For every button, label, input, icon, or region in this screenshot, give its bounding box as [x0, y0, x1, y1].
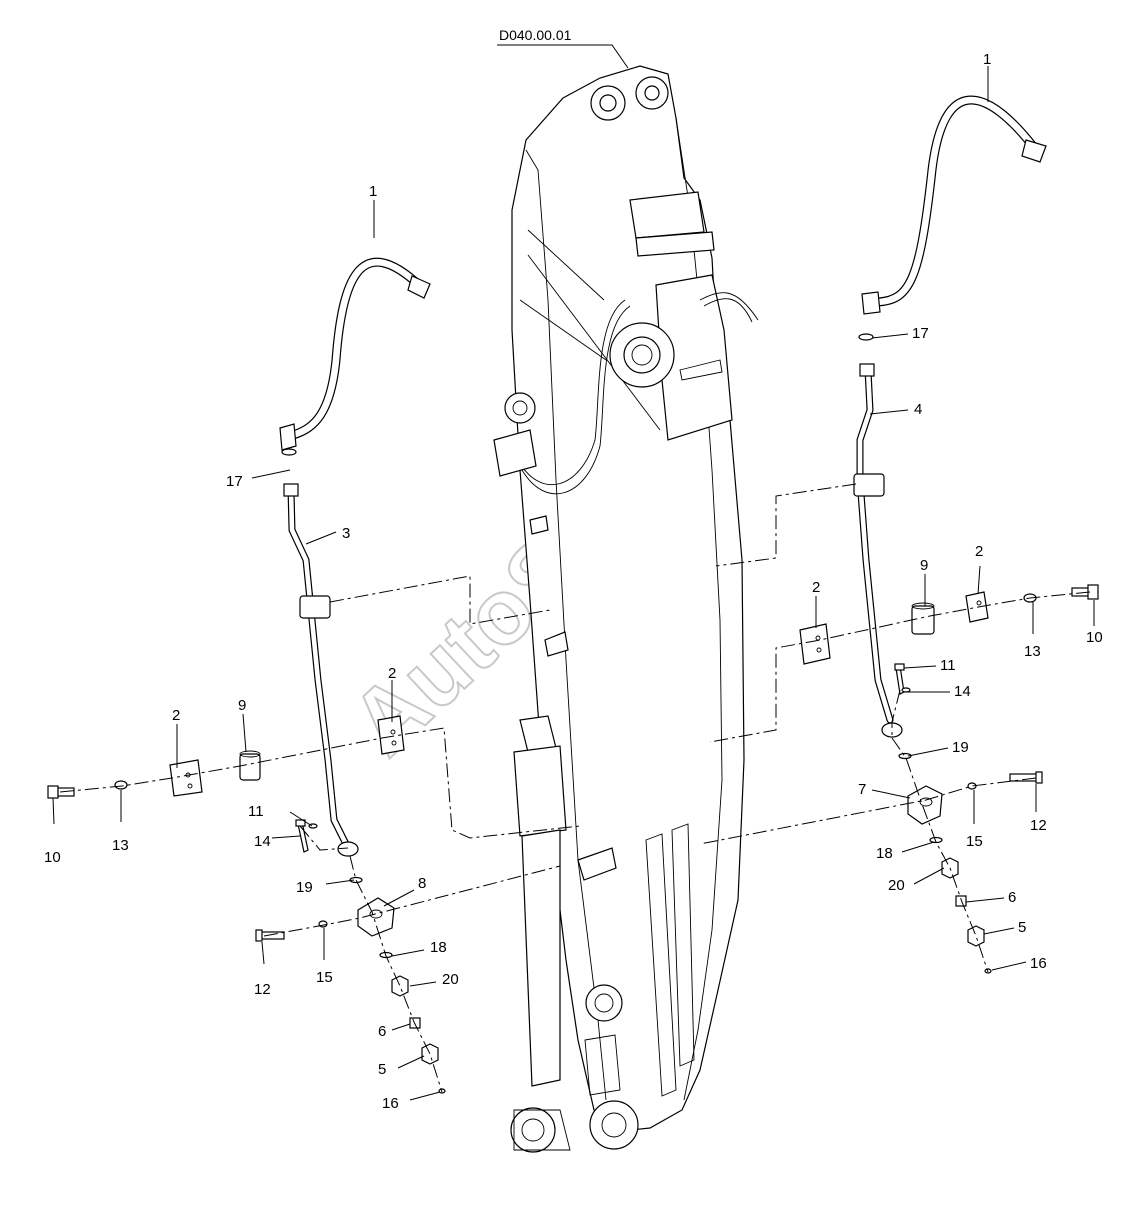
callout-9-right: 9: [920, 557, 928, 574]
callout-6-left: 6: [378, 1023, 386, 1040]
callout-2-right-a: 2: [812, 579, 820, 596]
left-tube-assembly: [47, 257, 446, 1094]
callout-18-right: 18: [876, 845, 893, 862]
callout-20-left: 20: [442, 971, 459, 988]
callout-12-right: 12: [1030, 817, 1047, 834]
callout-15-right: 15: [966, 833, 983, 850]
callout-10-right: 10: [1086, 629, 1103, 646]
callout-7-right: 7: [858, 781, 866, 798]
callout-2-left-a: 2: [172, 707, 180, 724]
callout-3-left: 3: [342, 525, 350, 542]
callout-12-left: 12: [254, 981, 271, 998]
callout-10-left: 10: [44, 849, 61, 866]
callout-14-right: 14: [954, 683, 971, 700]
callout-1-right: 1: [983, 51, 991, 68]
callout-19-right: 19: [952, 739, 969, 756]
callout-11-left: 11: [248, 803, 264, 820]
drawing-reference: D040.00.01: [499, 27, 572, 43]
callout-9-left: 9: [238, 697, 246, 714]
callout-20-right: 20: [888, 877, 905, 894]
callout-8-left: 8: [418, 875, 426, 892]
callout-5-left: 5: [378, 1061, 386, 1078]
callout-2-right-b: 2: [975, 543, 983, 560]
callout-5-right: 5: [1018, 919, 1026, 936]
callout-4-right: 4: [914, 401, 922, 418]
callout-13-right: 13: [1024, 643, 1041, 660]
right-tube-assembly: [799, 95, 1099, 974]
arm-assembly: [504, 65, 745, 1153]
assembly-lines: [59, 483, 1091, 1093]
callout-18-left: 18: [430, 939, 447, 956]
callout-2-left-b: 2: [388, 665, 396, 682]
callout-17-right: 17: [912, 325, 929, 342]
callout-1-left: 1: [369, 183, 377, 200]
callout-19-left: 19: [296, 879, 313, 896]
callout-11-right: 11: [940, 657, 956, 674]
arm-hoses: [493, 292, 759, 495]
callout-16-right: 16: [1030, 955, 1047, 972]
callout-15-left: 15: [316, 969, 333, 986]
callout-16-left: 16: [382, 1095, 399, 1112]
callout-17-left: 17: [226, 473, 243, 490]
callout-13-left: 13: [112, 837, 129, 854]
leader-lines: [52, 44, 1095, 1101]
callout-14-left: 14: [254, 833, 271, 850]
callout-6-right: 6: [1008, 889, 1016, 906]
callout-labels: D040.00.01 1 17 3 2 2 9 10 13 11 14 19 8…: [44, 27, 1103, 1112]
